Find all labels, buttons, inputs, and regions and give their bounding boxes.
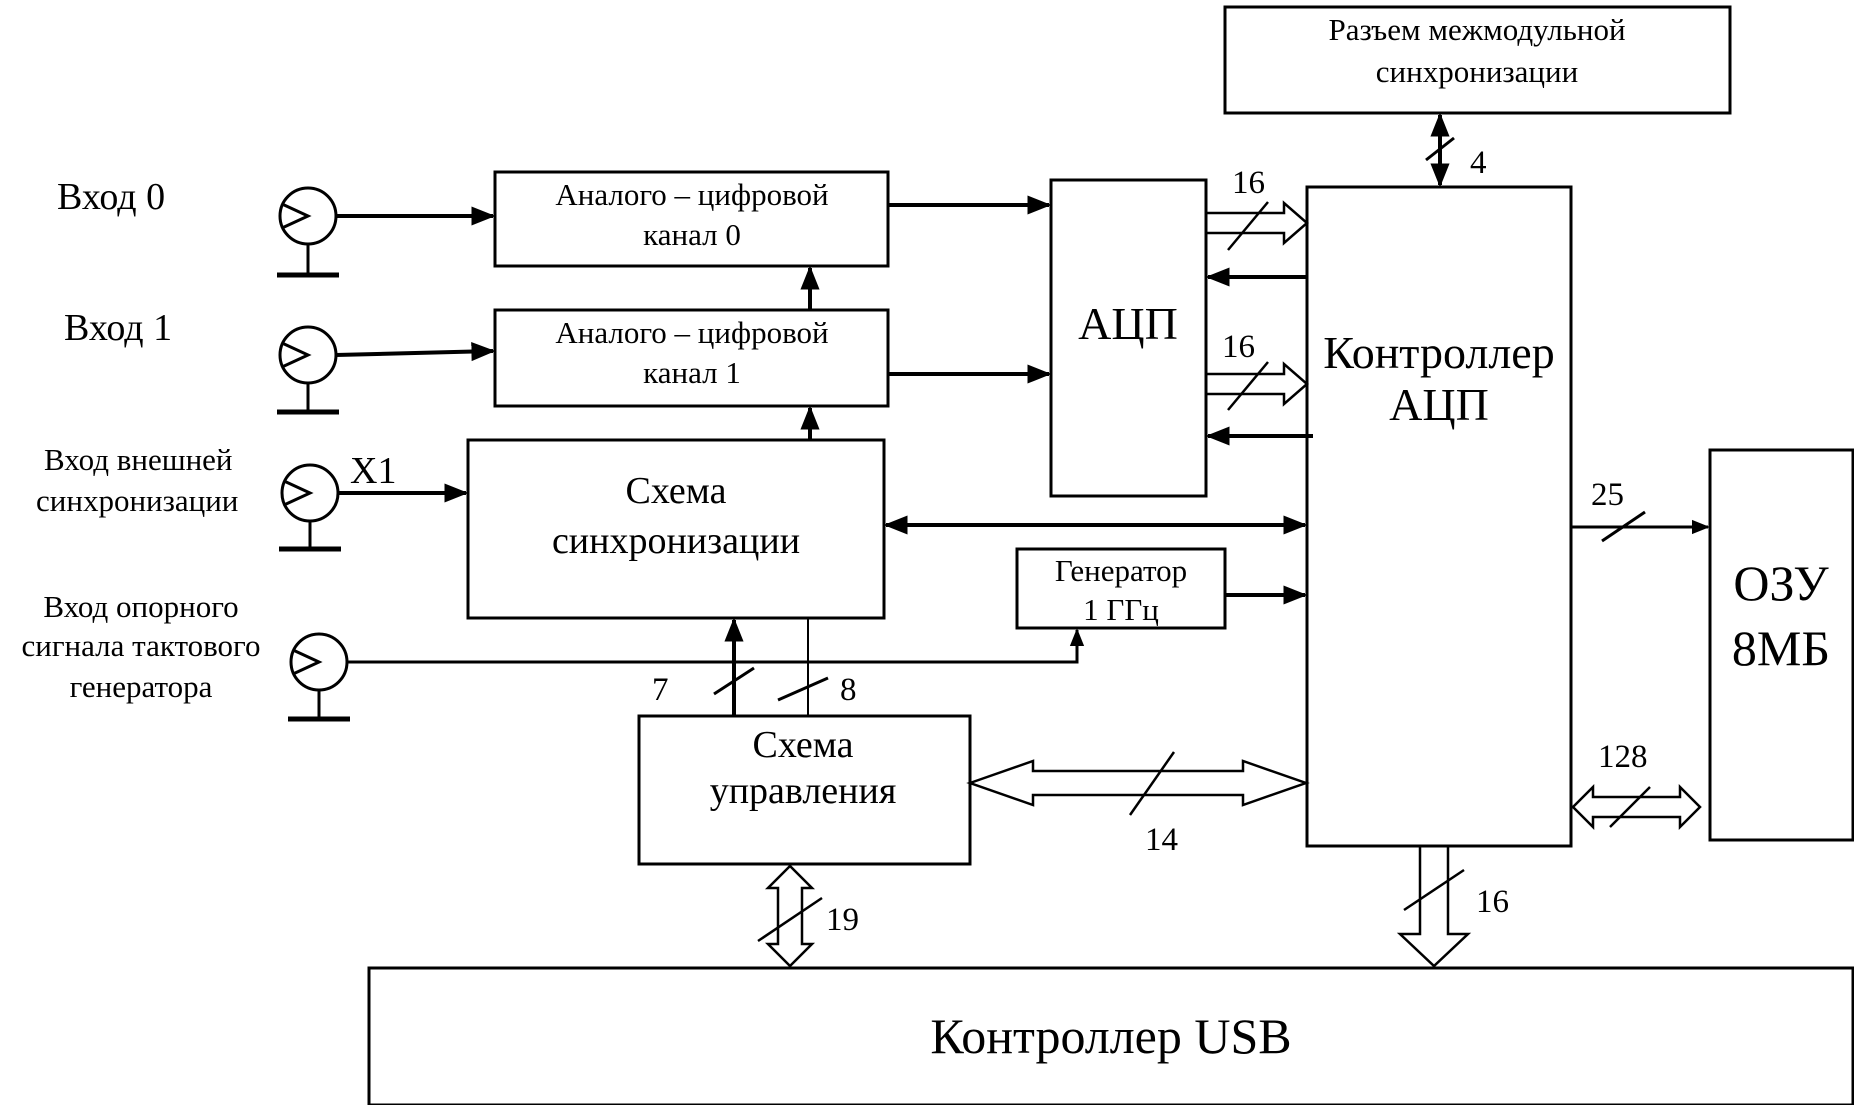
ram-block	[1708, 448, 1854, 842]
generator-title-line1: Генератор	[1055, 553, 1187, 588]
ref-clock-label-line2: сигнала тактового	[21, 628, 260, 663]
sync-to-control-width: 8	[840, 672, 857, 708]
adc-bus-1-arrow	[1204, 361, 1309, 407]
adc-bus-0-arrow	[1204, 200, 1309, 246]
usb-controller-title: Контроллер USB	[930, 1008, 1291, 1064]
adc-title: АЦП	[1078, 298, 1178, 349]
adc-controller-title-line2: АЦП	[1389, 379, 1489, 430]
connector-title-line1: Разъем межмодульной	[1328, 12, 1625, 47]
control-to-sync-slash	[713, 666, 755, 696]
adc-channel-1-title-line2: канал 1	[643, 355, 741, 390]
adc-channel-1-title-line1: Аналого – цифровой	[555, 315, 828, 350]
usb-controller-block	[367, 966, 1854, 1105]
ref-clock-line	[347, 628, 1085, 664]
ref-clock-connector-icon	[288, 632, 350, 722]
ram-address-width: 25	[1591, 477, 1624, 513]
x1-label: X1	[350, 450, 396, 492]
adc-bus-1-width: 16	[1222, 329, 1255, 365]
ext-sync-label-line2: синхронизации	[36, 483, 238, 518]
ram-title-line2: 8МБ	[1732, 620, 1830, 676]
input-1-line	[335, 341, 496, 362]
usb-controller-bus-slash	[1403, 868, 1465, 912]
control-circuit-block	[637, 714, 972, 866]
ram-data-bus-slash	[1609, 786, 1651, 828]
adc-channel-0-title-line2: канал 0	[643, 217, 741, 252]
ext-sync-connector-icon	[279, 463, 341, 552]
ram-address-slash	[1601, 510, 1646, 543]
ram-data-bus-arrow	[1571, 783, 1702, 831]
sync-circuit-title-line1: Схема	[626, 470, 727, 512]
connector-title-line2: синхронизации	[1376, 54, 1578, 89]
usb-controller-bus-arrow	[1396, 844, 1472, 968]
ref-clock-label-line3: генератора	[70, 669, 213, 704]
adc-block	[1049, 178, 1208, 498]
control-circuit-title-line2: управления	[710, 770, 897, 812]
connector-bus-slash	[1425, 136, 1455, 162]
connector-block	[1223, 5, 1732, 115]
adc-controller-block	[1305, 185, 1573, 848]
usb-control-bus-arrow	[764, 864, 816, 968]
ext-sync-label-line1: Вход внешней	[44, 442, 233, 477]
usb-control-width: 19	[826, 902, 859, 938]
input-0-connector-icon	[277, 186, 339, 278]
sync-to-control-slash	[777, 676, 829, 702]
ram-data-width: 128	[1598, 739, 1648, 775]
control-bus-arrow	[966, 759, 1310, 807]
adc-bus-1-slash	[1227, 361, 1269, 411]
usb-control-bus-slash	[757, 896, 823, 943]
input-0-label: Вход 0	[57, 176, 165, 218]
connector-bus-width: 4	[1470, 145, 1487, 181]
adc-channel-0-title-line1: Аналого – цифровой	[555, 177, 828, 212]
input-1-label: Вход 1	[64, 307, 172, 349]
sync-circuit-title-line2: синхронизации	[552, 520, 800, 562]
adc-bus-0-slash	[1227, 201, 1269, 251]
generator-title-line2: 1 ГГц	[1083, 592, 1159, 627]
control-to-sync-width: 7	[652, 672, 669, 708]
ram-title-line1: ОЗУ	[1733, 555, 1829, 611]
ref-clock-label-line1: Вход опорного	[43, 589, 238, 624]
control-bus-width: 14	[1145, 822, 1178, 858]
input-1-connector-icon	[277, 325, 339, 415]
control-bus-slash	[1128, 751, 1176, 816]
generator-block	[1015, 547, 1227, 630]
usb-controller-width: 16	[1476, 884, 1509, 920]
adc-controller-title-line1: Контроллер	[1323, 327, 1554, 378]
adc-bus-0-width: 16	[1232, 165, 1265, 201]
control-circuit-title-line1: Схема	[753, 724, 854, 766]
